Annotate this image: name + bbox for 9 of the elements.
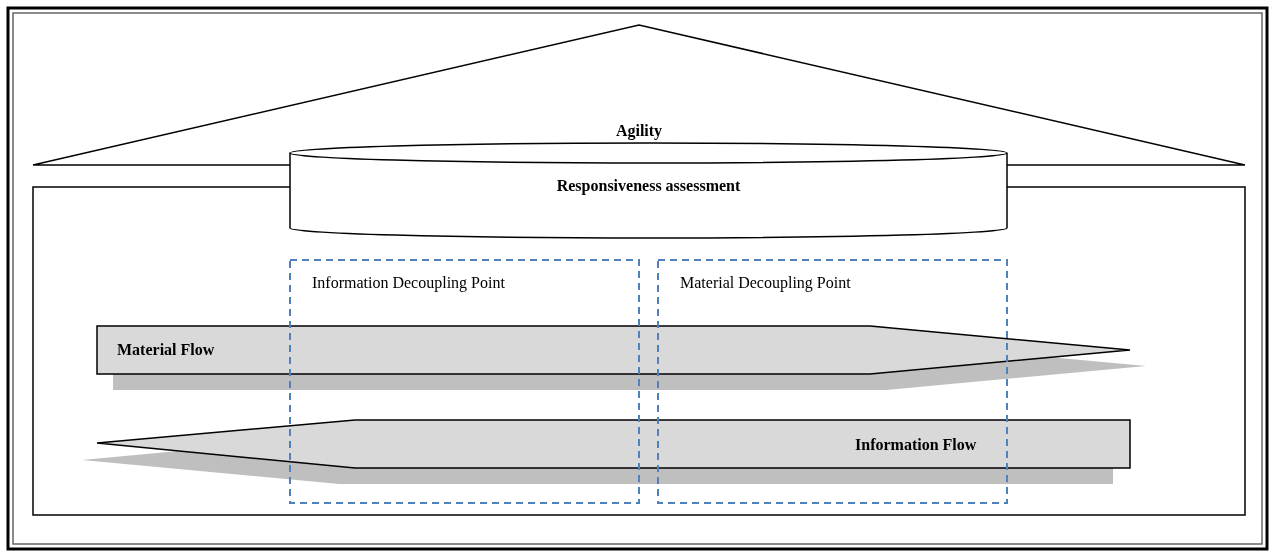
flow-label: Material Flow xyxy=(117,340,215,360)
region-label: Material Decoupling Point xyxy=(680,273,851,293)
region-label: Information Decoupling Point xyxy=(312,273,505,293)
cylinder-label: Responsiveness assessment xyxy=(556,176,741,196)
dashed-region xyxy=(658,260,1007,503)
roof-label: Agility xyxy=(615,121,663,141)
dashed-region xyxy=(290,260,639,503)
cylinder-shape xyxy=(290,143,1007,240)
flow-label: Information Flow xyxy=(855,435,977,455)
